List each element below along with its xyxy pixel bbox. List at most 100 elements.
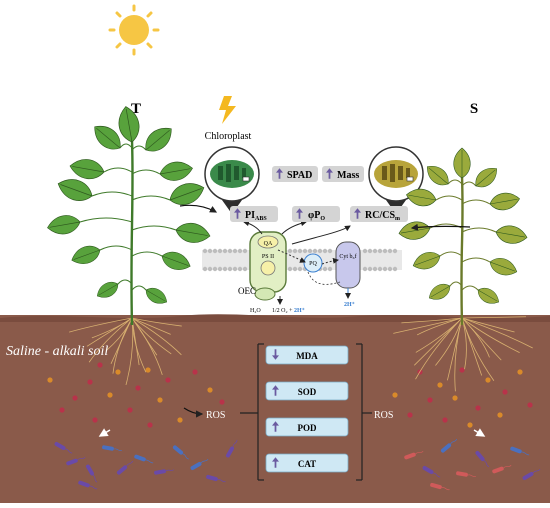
soil-label: Saline - alkali soil	[6, 344, 108, 359]
leaf	[398, 221, 431, 240]
soil-particle	[497, 412, 503, 418]
soil-microbe	[492, 464, 512, 474]
soil-particle	[107, 392, 113, 398]
soil-particle	[92, 417, 98, 423]
soil-microbe	[510, 446, 530, 456]
soil-particle	[97, 362, 103, 368]
soil-microbe	[66, 456, 86, 466]
soil-particle	[157, 397, 163, 403]
soil-particle	[517, 369, 523, 375]
soil-particle	[87, 379, 93, 385]
soil-particle	[485, 377, 491, 383]
soil-particle	[527, 402, 533, 408]
leaf	[161, 251, 191, 270]
soil-particle	[145, 367, 151, 373]
pi-abs-indicator	[230, 206, 278, 222]
pq-label: PQ	[309, 261, 317, 267]
enzyme-pod-box: POD	[265, 417, 349, 437]
soil-microbe	[172, 445, 189, 460]
soil-microbe	[86, 464, 98, 483]
tolerant-plant	[47, 106, 211, 326]
soil-particle	[115, 369, 121, 375]
soil-microbe	[190, 458, 209, 470]
soil-particle	[427, 397, 433, 403]
soil-particle	[135, 385, 141, 391]
phi-po-indicator	[292, 206, 340, 222]
chloroplast-sensitive-icon	[368, 146, 424, 214]
tolerant-label: T	[131, 101, 141, 117]
water-label: H₂O	[250, 308, 261, 314]
soil-microbe	[422, 466, 441, 478]
soil-particle	[165, 377, 171, 383]
ros-right-label: ROS	[374, 410, 393, 421]
rc-csm-label: RC/CSm	[365, 210, 400, 222]
spad-label: SPAD	[287, 170, 312, 181]
soil-particle	[207, 387, 213, 393]
lightning-icon	[219, 96, 236, 124]
sensitive-label: S	[470, 101, 478, 117]
leaf	[159, 161, 193, 181]
soil-microbe	[522, 468, 541, 480]
leaf	[69, 159, 105, 180]
leaf	[427, 165, 449, 186]
enzyme-sod-box: SOD	[265, 381, 349, 401]
leaf	[94, 125, 121, 150]
ros-left-label: ROS	[206, 410, 225, 421]
enzyme-label: MDA	[296, 351, 318, 361]
leaf	[406, 188, 437, 207]
chloroplast-tolerant-icon	[204, 146, 260, 214]
thylakoid-membrane	[202, 248, 402, 272]
soil-particle	[177, 417, 183, 423]
soil-particle	[147, 422, 153, 428]
leaf	[145, 127, 172, 152]
sensitive-plant	[398, 147, 528, 326]
soil-particle	[475, 405, 481, 411]
soil-microbe	[475, 450, 490, 468]
leaf	[495, 225, 528, 244]
leaf	[96, 281, 119, 298]
enzyme-panel-bracket	[240, 343, 372, 481]
rc-csm-indicator	[350, 206, 408, 222]
leaf	[475, 167, 497, 188]
enzyme-label: SOD	[298, 387, 317, 397]
soil-microbe	[154, 469, 175, 475]
leaf	[118, 106, 140, 143]
soil-particle	[407, 412, 413, 418]
soil-particle	[442, 417, 448, 423]
leaf	[57, 179, 93, 201]
pi-abs-label: PIABS	[245, 210, 267, 222]
enzyme-label: POD	[298, 423, 317, 433]
soil-microbe	[116, 460, 134, 475]
leaf	[477, 287, 500, 304]
soil-microbe	[206, 474, 226, 483]
leaf	[428, 283, 451, 300]
oec-label: OEC	[238, 286, 256, 296]
leaf	[47, 215, 81, 235]
oxygen-label: 1/2 O₂ + 2H⁺	[272, 307, 305, 314]
leaf	[489, 258, 518, 276]
sun-icon	[108, 4, 160, 56]
soil-microbe	[78, 480, 98, 490]
soil-microbe	[102, 445, 122, 452]
chloroplast-label: Chloroplast	[205, 131, 252, 142]
soil-microbe	[440, 438, 458, 453]
qa-label: QA	[264, 241, 273, 247]
soil-particle	[502, 389, 508, 395]
mass-label: Mass	[337, 170, 359, 181]
photosystem-ii	[249, 231, 287, 301]
enzyme-label: CAT	[298, 459, 316, 469]
leaf	[412, 252, 441, 270]
soil-particle	[72, 395, 78, 401]
mass-indicator	[322, 166, 364, 182]
cyt-proton-label: 2H⁺	[344, 301, 355, 308]
soil-particle	[59, 407, 65, 413]
leaf	[489, 192, 520, 211]
leaf	[175, 222, 211, 243]
soil-particle	[467, 422, 473, 428]
leaf	[71, 245, 101, 264]
soil-particle	[192, 369, 198, 375]
soil-particle	[47, 377, 53, 383]
leaf	[145, 287, 168, 304]
soil-particle	[127, 407, 133, 413]
soil-microbe	[226, 439, 238, 458]
